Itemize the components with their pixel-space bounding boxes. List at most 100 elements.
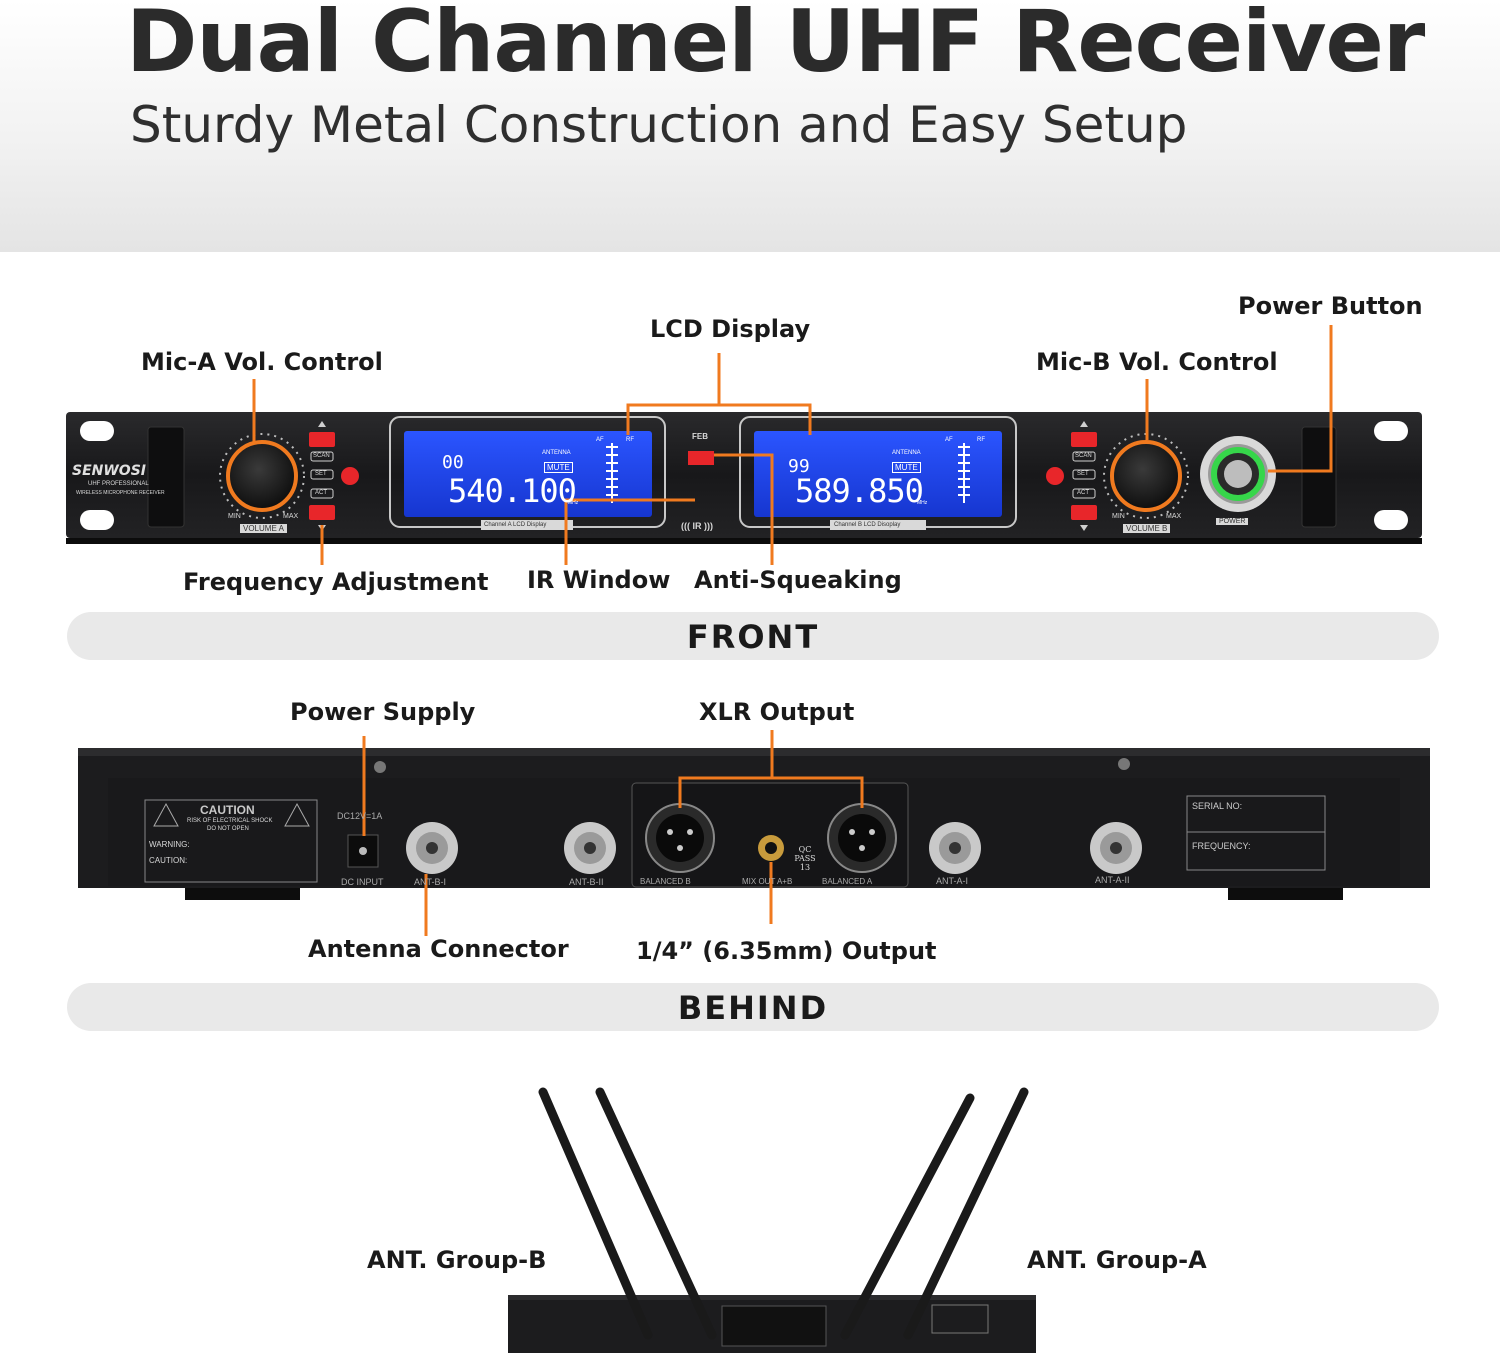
feb-label: FEB — [692, 432, 708, 441]
antenna-group-b — [538, 1087, 717, 1340]
lcd-meters — [606, 443, 970, 503]
power-button[interactable] — [1200, 436, 1276, 512]
knob-a-max: MAX — [283, 513, 299, 520]
quarter-inch-output-jack[interactable] — [758, 835, 784, 861]
callout-mic-a-vol: Mic-A Vol. Control — [141, 348, 383, 376]
lcd-b-mute: MUTE — [892, 462, 921, 473]
lcd-a-mute: MUTE — [544, 462, 573, 473]
xlr-output-a[interactable] — [827, 803, 897, 873]
ant-a1-label: ANT-A-I — [936, 876, 969, 886]
callout-frequency-adjustment: Frequency Adjustment — [183, 568, 489, 596]
brand-logo: SENWOSI — [72, 463, 146, 479]
callout-quarter-inch-output: 1/4” (6.35mm) Output — [636, 937, 937, 965]
knob-a-min: MIN — [228, 513, 241, 520]
lcd-a-caption: Channel A LCD Display — [484, 522, 547, 528]
caution-right-warning-icon — [284, 802, 310, 827]
brand-line-1: UHF PROFESSIONAL — [88, 481, 149, 487]
rear-screw-left — [374, 761, 386, 773]
right-handle — [1301, 426, 1337, 528]
serial-no-label: SERIAL NO: — [1192, 801, 1243, 811]
rear-screw-right — [1118, 758, 1130, 770]
volume-a-label: VOLUME A — [240, 524, 287, 533]
dc-input-pin — [359, 847, 367, 855]
dc-rating: DC12V=1A — [337, 811, 383, 821]
lcd-b-caption: Channel B LCD Disoplay — [834, 522, 901, 528]
channel-a-buttons[interactable] — [309, 421, 359, 531]
callout-xlr-output: XLR Output — [699, 698, 855, 726]
section-behind-label: BEHIND — [67, 983, 1439, 1031]
lcd-a-frame — [389, 416, 666, 530]
front-callout-lines — [252, 325, 1333, 565]
ant-group-b-label: ANT. Group-B — [367, 1246, 547, 1274]
page-title: Dual Channel UHF Receiver — [126, 0, 1425, 92]
serial-label-box — [1186, 795, 1326, 871]
lcd-b-rf: RF — [977, 437, 985, 443]
callout-lcd-display: LCD Display — [650, 315, 811, 343]
brand-line-2: WIRELESS MICROPHONE RECEIVER — [76, 490, 165, 496]
lcd-a-channel: 00 — [442, 452, 464, 473]
antenna-connector-b1[interactable] — [406, 822, 458, 874]
lcd-b-antenna: ANTENNA — [892, 450, 921, 456]
scan-b-label: SCAN — [1075, 453, 1092, 459]
lcd-b-channel: 99 — [788, 456, 810, 477]
ant-group-a-label: ANT. Group-A — [1027, 1246, 1207, 1274]
antenna-connector-a2[interactable] — [1090, 822, 1142, 874]
scan-a-label: SCAN — [313, 453, 330, 459]
lcd-b-frame — [739, 416, 1017, 530]
dc-input-label: DC INPUT — [341, 877, 384, 887]
set-b-label: SET — [1077, 471, 1089, 477]
channel-b-buttons[interactable] — [1046, 421, 1097, 531]
antenna-receiver-body — [508, 1295, 1036, 1353]
ir-window-mark: ((( IR ))) — [681, 521, 713, 531]
caution-label-box — [144, 799, 318, 883]
balanced-a-label: BALANCED A — [822, 877, 873, 886]
warning-text: WARNING: — [149, 840, 190, 849]
section-front-label: FRONT — [67, 612, 1439, 660]
antenna-connector-b2[interactable] — [564, 822, 616, 874]
callout-power-button: Power Button — [1238, 292, 1423, 320]
set-a-label: SET — [315, 471, 327, 477]
lcd-a-af: AF — [596, 437, 604, 443]
ir-sync-button[interactable] — [688, 451, 714, 465]
caution-sub2: DO NOT OPEN — [207, 826, 249, 832]
antenna-group-a — [840, 1087, 1029, 1340]
act-a-label: ACT — [315, 490, 327, 496]
xlr-output-b[interactable] — [645, 803, 715, 873]
volume-b-label: VOLUME B — [1123, 524, 1171, 533]
page-subtitle: Sturdy Metal Construction and Easy Setup — [130, 96, 1188, 154]
callout-power-supply: Power Supply — [290, 698, 476, 726]
act-b-label: ACT — [1077, 490, 1089, 496]
caution-sub1: RISK OF ELECTRICAL SHOCK — [187, 818, 273, 824]
power-label: POWER — [1216, 518, 1249, 525]
callout-anti-squeaking: Anti-Squeaking — [694, 566, 902, 594]
lcd-a-rf: RF — [626, 437, 634, 443]
frequency-label: FREQUENCY: — [1192, 841, 1251, 851]
ant-a2-label: ANT-A-II — [1095, 875, 1130, 885]
antenna-illustration — [508, 1087, 1036, 1353]
header-banner — [0, 0, 1500, 252]
caution-text: CAUTION: — [149, 856, 188, 865]
rack-ear-holes — [80, 421, 1408, 530]
volume-a-knob[interactable] — [219, 433, 305, 519]
caution-title: CAUTION — [200, 803, 255, 817]
lcd-b-af: AF — [945, 437, 953, 443]
antenna-connector-a1[interactable] — [929, 822, 981, 874]
rear-callout-lines — [362, 730, 864, 936]
rear-panel-illustration — [78, 730, 1430, 936]
balanced-b-label: BALANCED B — [640, 877, 691, 886]
lcd-a-antenna: ANTENNA — [542, 450, 571, 456]
callout-mic-b-vol: Mic-B Vol. Control — [1036, 348, 1278, 376]
qc-pass-sticker: QC PASS 13 — [794, 845, 816, 872]
left-handle — [147, 426, 185, 528]
mix-out-label: MIX OUT A+B — [742, 877, 793, 886]
knob-b-max: MAX — [1166, 513, 1182, 520]
front-panel-illustration — [66, 325, 1422, 565]
lcd-a-mhz: MHz — [568, 500, 579, 506]
lcd-b-mhz: MHz — [917, 500, 928, 506]
knob-b-min: MIN — [1112, 513, 1125, 520]
ant-b2-label: ANT-B-II — [569, 877, 604, 887]
lcd-a-frequency: 540.100 — [448, 472, 577, 510]
caution-left-warning-icon — [153, 802, 179, 827]
callout-ir-window: IR Window — [527, 566, 671, 594]
ant-b1-label: ANT-B-I — [414, 877, 447, 887]
